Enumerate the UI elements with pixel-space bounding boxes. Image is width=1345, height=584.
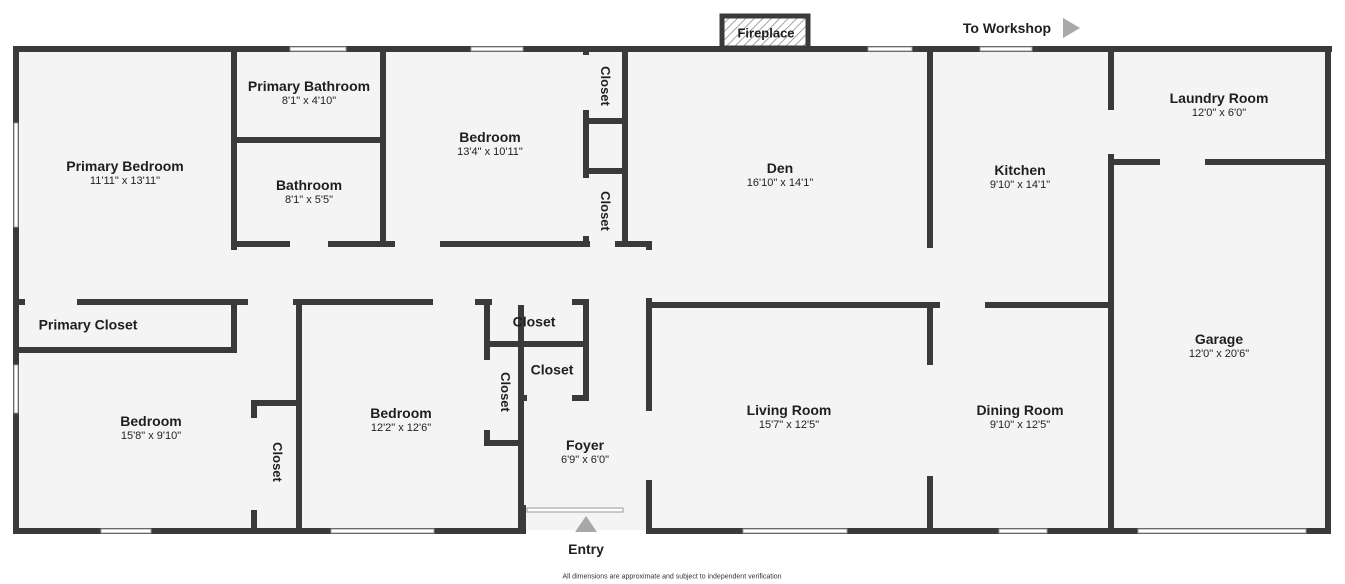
room-name: Bedroom (370, 405, 432, 422)
room-dimensions: 11'11" x 13'11" (89, 174, 161, 187)
closet-hall-a-label: Closet (512, 313, 556, 330)
fireplace-label: Fireplace (737, 25, 795, 41)
room-bedroom-mid: Bedroom 12'2" x 12'6" (370, 405, 431, 435)
room-name: Bedroom (120, 413, 182, 430)
room-dimensions: 12'0" x 20'6" (1188, 347, 1250, 360)
disclaimer-text: All dimensions are approximate and subje… (562, 573, 782, 581)
room-dimensions: 9'10" x 14'1" (989, 178, 1051, 191)
closet-left-bed-label: Closet (269, 442, 285, 482)
room-name: Primary Bathroom (247, 78, 371, 95)
primary-closet-label: Primary Closet (38, 316, 138, 333)
room-name: Primary Bedroom (66, 158, 184, 175)
closet-top-upper-label: Closet (597, 66, 613, 106)
entry-label: Entry (568, 541, 604, 557)
room-name: Laundry Room (1169, 90, 1269, 107)
room-dimensions: 8'1" x 5'5" (284, 193, 334, 206)
room-name: Den (766, 160, 794, 177)
closet-hall-c-label: Closet (497, 372, 513, 412)
room-dimensions: 9'10" x 12'5" (989, 418, 1051, 431)
floor-area (17, 50, 1327, 530)
room-bedroom-left: Bedroom 15'8" x 9'10" (120, 413, 181, 443)
fireplace (719, 13, 811, 51)
door-openings (25, 55, 1205, 510)
room-name: Foyer (565, 437, 605, 454)
entry-arrow-icon (575, 516, 597, 532)
room-name: Bedroom (459, 129, 521, 146)
room-laundry: Laundry Room 12'0" x 6'0" (1170, 90, 1269, 120)
room-primary-bathroom: Primary Bathroom 8'1" x 4'10" (248, 78, 370, 108)
room-primary-bedroom: Primary Bedroom 11'11" x 13'11" (66, 158, 183, 188)
room-bathroom: Bathroom 8'1" x 5'5" (276, 177, 342, 207)
room-name: Living Room (746, 402, 832, 419)
room-dimensions: 16'10" x 14'1" (746, 176, 814, 189)
room-dimensions: 13'4" x 10'11" (457, 145, 523, 158)
room-den: Den 16'10" x 14'1" (747, 160, 813, 190)
room-kitchen: Kitchen 9'10" x 14'1" (990, 162, 1050, 192)
room-dimensions: 12'2" x 12'6" (370, 421, 432, 434)
closet-top-lower-label: Closet (597, 191, 613, 231)
room-dimensions: 15'7" x 12'5" (758, 418, 820, 431)
room-name: Kitchen (994, 162, 1046, 179)
room-dining: Dining Room 9'10" x 12'5" (976, 402, 1063, 432)
room-dimensions: 8'1" x 4'10" (281, 94, 337, 107)
room-name: Garage (1194, 331, 1244, 348)
windows (13, 46, 1307, 534)
room-dimensions: 6'9" x 6'0" (560, 453, 610, 466)
room-garage: Garage 12'0" x 20'6" (1189, 331, 1249, 361)
room-dimensions: 12'0" x 6'0" (1191, 106, 1247, 119)
workshop-arrow-icon (1063, 18, 1080, 38)
room-name: Dining Room (976, 402, 1064, 419)
to-workshop-label: To Workshop (962, 20, 1052, 36)
room-foyer: Foyer 6'9" x 6'0" (561, 437, 609, 467)
room-dimensions: 15'8" x 9'10" (120, 429, 182, 442)
room-bedroom-top: Bedroom 13'4" x 10'11" (457, 129, 523, 159)
room-living: Living Room 15'7" x 12'5" (747, 402, 832, 432)
room-name: Bathroom (275, 177, 343, 194)
closet-hall-b-label: Closet (530, 361, 574, 378)
